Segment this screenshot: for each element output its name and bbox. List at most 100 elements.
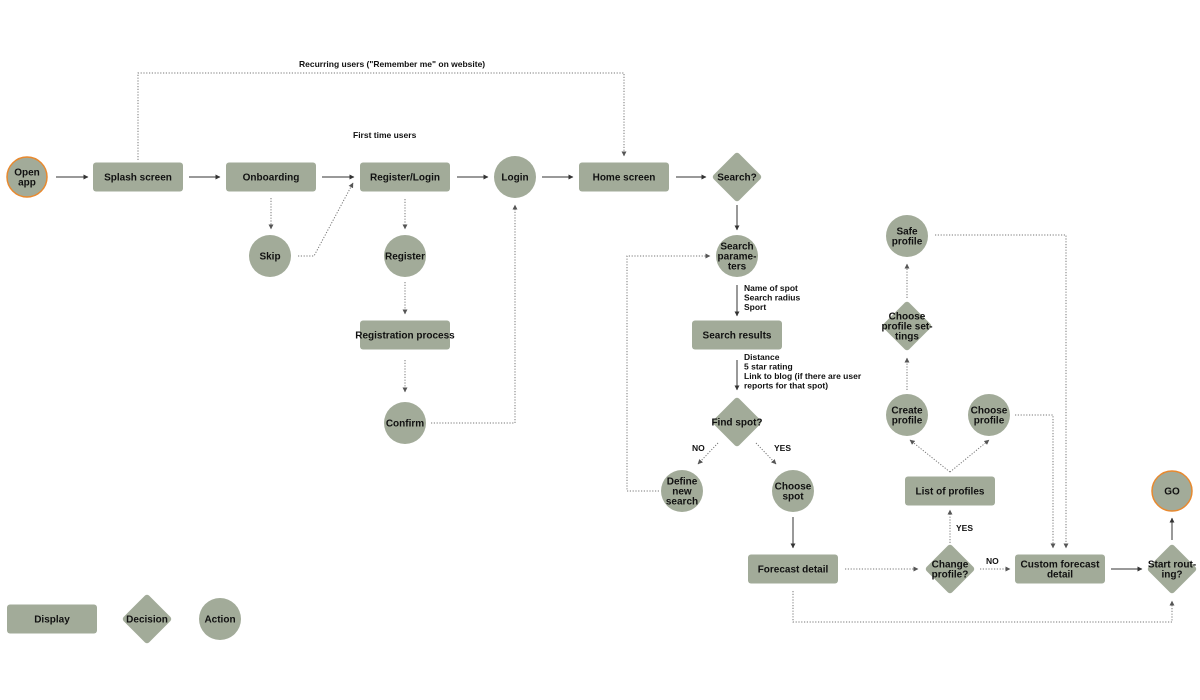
annotation-recurring-users: Recurring users ("Remember me" on websit… [299, 59, 485, 69]
node-label: Open [14, 168, 40, 179]
edge-choose-profile-to-custom-forecast-detail [1015, 414, 1056, 549]
node-find-spot: Find spot? [711, 397, 763, 447]
legend-label: Display [34, 615, 70, 626]
node-skip: Skip [249, 235, 291, 277]
node-confirm: Confirm [384, 402, 426, 444]
node-label: Onboarding [243, 173, 300, 184]
annotation-change-yes: YES [956, 523, 973, 533]
legend-label: Decision [126, 615, 168, 626]
annotation-find-yes: YES [774, 443, 791, 453]
node-start-routing: Start rout-ing? [1147, 544, 1197, 594]
node-label: profile [892, 416, 923, 427]
annotation-text: YES [956, 523, 973, 533]
legend-item-display: Display [7, 604, 97, 634]
legend-label: Action [204, 615, 235, 626]
annotation-text: Recurring users ("Remember me" on websit… [299, 59, 485, 69]
node-splash-screen: Splash screen [93, 162, 183, 192]
node-onboarding: Onboarding [226, 162, 316, 192]
node-label: GO [1164, 487, 1180, 498]
edge-find-spot-to-choose-spot [755, 442, 777, 465]
node-login: Login [494, 156, 536, 198]
annotation-text: Distance [744, 352, 780, 362]
node-label: Choose [971, 406, 1008, 417]
node-label: Change [932, 560, 969, 571]
node-label: Create [891, 406, 923, 417]
node-list-of-profiles: List of profiles [905, 476, 995, 506]
edge-safe-profile-to-custom-forecast-detail [935, 234, 1069, 549]
node-registration-process: Registration process [355, 320, 455, 350]
node-label: Search [720, 242, 753, 253]
annotation-text: Name of spot [744, 283, 798, 293]
edge-list-of-profiles-to-create-profile [909, 439, 951, 473]
node-label: Choose [889, 312, 926, 323]
legend: Display Decision Action [7, 594, 241, 644]
node-register: Register [384, 235, 426, 277]
node-label: search [666, 497, 698, 508]
node-label: Choose [775, 482, 812, 493]
edge-confirm-to-login [431, 204, 518, 424]
legend-item-action: Action [199, 598, 241, 640]
node-label: Register [385, 252, 425, 263]
node-label: spot [782, 492, 804, 503]
node-label: profile set- [881, 322, 932, 333]
node-label: Register/Login [370, 173, 440, 184]
node-home-screen: Home screen [579, 162, 669, 192]
edge-find-spot-to-define-new-search [697, 442, 719, 465]
annotation-text: reports for that spot) [744, 381, 828, 391]
node-label: ters [728, 262, 747, 273]
annotation-text: NO [692, 443, 705, 453]
node-label: Start rout- [1148, 560, 1196, 571]
node-register-login: Register/Login [360, 162, 450, 192]
node-label: tings [895, 332, 919, 343]
annotation-text: First time users [353, 130, 417, 140]
node-label: profile [892, 237, 923, 248]
node-label: Find spot? [711, 418, 762, 429]
node-forecast-detail: Forecast detail [748, 554, 838, 584]
annotation-first-time-users: First time users [353, 130, 417, 140]
node-label: profile [974, 416, 1005, 427]
annotation-text: Search radius [744, 293, 800, 303]
node-label: profile? [932, 570, 969, 581]
legend-item-decision: Decision [122, 594, 172, 644]
annotation-text: NO [986, 556, 999, 566]
node-label: Confirm [386, 419, 424, 430]
node-label: Search results [703, 331, 772, 342]
annotation-text: 5 star rating [744, 362, 793, 372]
node-label: app [18, 178, 36, 189]
node-go: GO [1151, 470, 1193, 512]
annotation-find-no: NO [692, 443, 705, 453]
node-label: Forecast detail [758, 565, 829, 576]
edge-splash-screen-to-home-screen [137, 72, 627, 160]
annotation-change-no: NO [986, 556, 999, 566]
edge-define-new-search-to-search-parameters [626, 253, 711, 492]
node-label: parame- [718, 252, 757, 263]
annotation-text: Link to blog (if there are user [744, 371, 862, 381]
node-label: Safe [896, 227, 918, 238]
node-label: Custom forecast [1021, 560, 1101, 571]
node-label: detail [1047, 570, 1073, 581]
node-label: Skip [259, 252, 280, 263]
node-label: Define [667, 477, 698, 488]
edge-skip-to-register-login [298, 182, 354, 257]
edge-forecast-detail-to-start-routing [792, 591, 1175, 623]
node-label: Home screen [593, 173, 656, 184]
node-label: Splash screen [104, 173, 172, 184]
node-label: Login [501, 173, 528, 184]
node-label: ing? [1161, 570, 1182, 581]
node-label: List of profiles [916, 487, 985, 498]
node-label: Registration process [355, 331, 455, 342]
annotation-text: Sport [744, 302, 766, 312]
